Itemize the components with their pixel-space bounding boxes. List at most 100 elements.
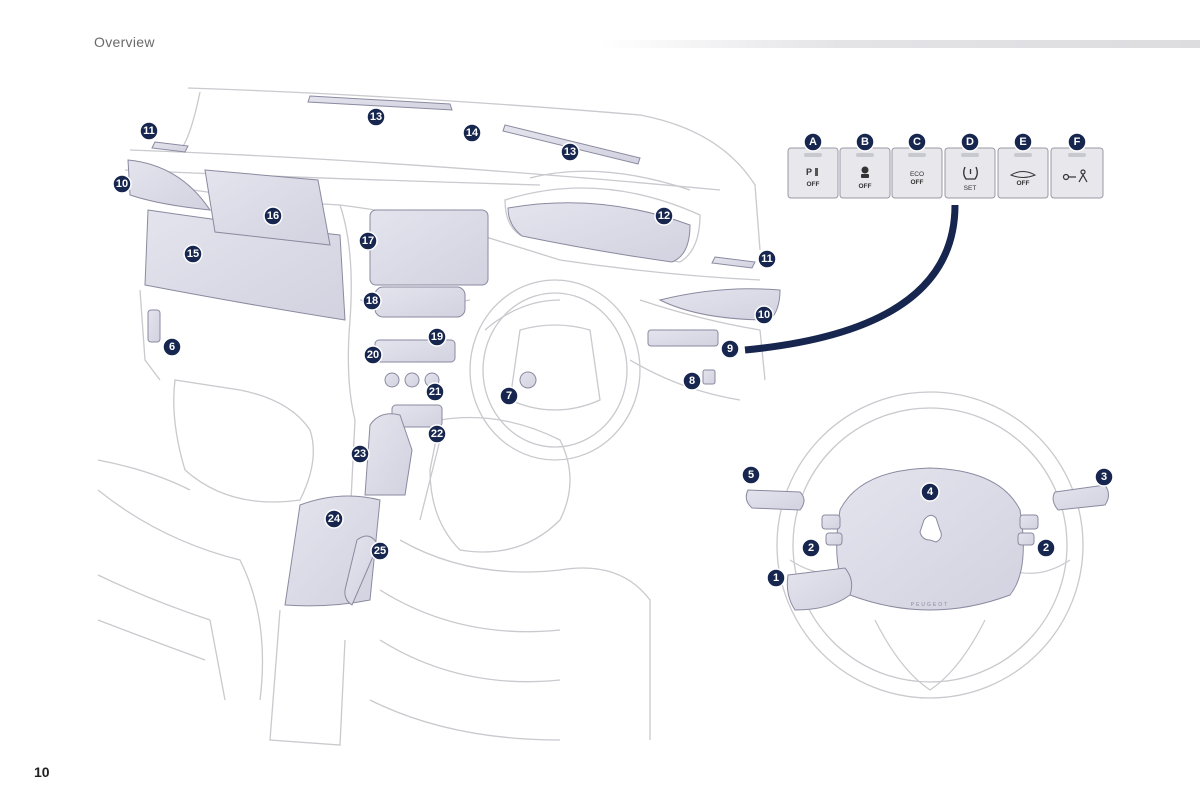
highlighted-components [127, 95, 781, 607]
svg-text:22: 22 [431, 428, 443, 440]
headlamp-adjust [147, 309, 161, 343]
callout-19: 19 [427, 327, 447, 347]
lion-logo-icon [919, 514, 942, 543]
park-assist-icon: P [806, 167, 818, 177]
callout-14: 14 [462, 123, 482, 143]
switch-e-off: OFF [1017, 180, 1030, 187]
callout-16: 16 [263, 206, 283, 226]
callout-A: A [803, 132, 823, 152]
callout-5: 5 [741, 465, 761, 485]
svg-text:2: 2 [1043, 542, 1049, 554]
svg-text:6: 6 [169, 341, 175, 353]
child-lock-icon [1062, 169, 1088, 183]
callout-10-left: 10 [112, 174, 132, 194]
callout-18: 18 [362, 291, 382, 311]
svg-text:E: E [1019, 136, 1026, 148]
svg-text:19: 19 [431, 331, 443, 343]
ignition-switch [519, 371, 537, 389]
svg-text:D: D [966, 136, 974, 148]
svg-text:23: 23 [354, 448, 366, 460]
callout-12: 12 [654, 206, 674, 226]
parking-brake [344, 535, 379, 606]
switch-b-off: OFF [859, 183, 872, 190]
driver-attention-icon [861, 166, 869, 178]
passenger-airbag-zone [204, 169, 331, 246]
callout-D: D [960, 132, 980, 152]
svg-text:11: 11 [761, 253, 773, 265]
svg-text:7: 7 [506, 390, 512, 402]
svg-text:24: 24 [328, 513, 341, 525]
callout-7: 7 [499, 386, 519, 406]
svg-text:10: 10 [116, 178, 128, 190]
callout-8: 8 [682, 371, 702, 391]
svg-text:B: B [861, 136, 869, 148]
svg-text:3: 3 [1101, 471, 1107, 483]
callout-2-right: 2 [1036, 538, 1056, 558]
left-side-demister [151, 141, 189, 153]
svg-text:20: 20 [367, 349, 379, 361]
svg-text:8: 8 [689, 375, 695, 387]
right-air-vent [658, 288, 781, 321]
callout-24: 24 [324, 509, 344, 529]
svg-text:P: P [806, 167, 812, 177]
switch-a-off: OFF [807, 181, 820, 188]
instrument-panel [507, 202, 691, 263]
svg-text:13: 13 [370, 111, 382, 123]
callout-22: 22 [427, 424, 447, 444]
callout-B: B [855, 132, 875, 152]
svg-text:21: 21 [429, 386, 441, 398]
svg-text:13: 13 [564, 146, 576, 158]
alarm-icon [1009, 171, 1037, 178]
header-rule [600, 40, 1200, 48]
svg-text:17: 17 [362, 235, 374, 247]
callout-11-left: 11 [139, 121, 159, 141]
callout-F: F [1067, 132, 1087, 152]
svg-text:11: 11 [143, 125, 155, 137]
svg-text:25: 25 [374, 545, 386, 557]
callout-E: E [1013, 132, 1033, 152]
svg-text:15: 15 [187, 248, 199, 260]
svg-text:1: 1 [773, 572, 779, 584]
left-button-pad [821, 514, 841, 530]
callout-13-right: 13 [560, 142, 580, 162]
left-stalk [745, 489, 805, 511]
callout-17: 17 [358, 231, 378, 251]
right-stalk [1052, 484, 1109, 511]
callout-21: 21 [425, 382, 445, 402]
svg-text:4: 4 [927, 486, 934, 498]
callout-13-left: 13 [366, 107, 386, 127]
callout-10-right: 10 [754, 305, 774, 325]
svg-text:16: 16 [267, 210, 279, 222]
gear-lever [364, 413, 413, 496]
callout-15: 15 [183, 244, 203, 264]
switch-strip [647, 329, 719, 347]
callout-3: 3 [1094, 467, 1114, 487]
connector-line [744, 204, 959, 354]
callout-6: 6 [162, 337, 182, 357]
callout-11-right: 11 [757, 249, 777, 269]
svg-text:14: 14 [466, 127, 479, 139]
right-side-demister [711, 256, 756, 269]
switch-panel: P OFF OFF ECO OFF SET OFF [787, 147, 1104, 199]
switch-c-off: OFF [911, 179, 924, 186]
dashboard-outline [97, 87, 766, 746]
switch-d-set: SET [964, 185, 977, 192]
tyre-pressure-icon [963, 166, 978, 180]
svg-text:12: 12 [658, 210, 670, 222]
right-button-pad [1019, 514, 1039, 530]
touchscreen [369, 209, 489, 286]
callout-2-left: 2 [801, 538, 821, 558]
page-title: Overview [94, 34, 155, 50]
callout-C: C [907, 132, 927, 152]
steering-wheel-brand: PEUGEOT [911, 602, 949, 608]
svg-text:18: 18 [366, 295, 378, 307]
callout-25: 25 [370, 541, 390, 561]
callout-4: 4 [920, 482, 940, 502]
steering-wheel-detail: PEUGEOT [745, 391, 1109, 699]
cruise-control-stalk [786, 567, 853, 611]
svg-text:9: 9 [727, 343, 733, 355]
callout-20: 20 [363, 345, 383, 365]
callout-1: 1 [766, 568, 786, 588]
svg-text:C: C [913, 136, 921, 148]
